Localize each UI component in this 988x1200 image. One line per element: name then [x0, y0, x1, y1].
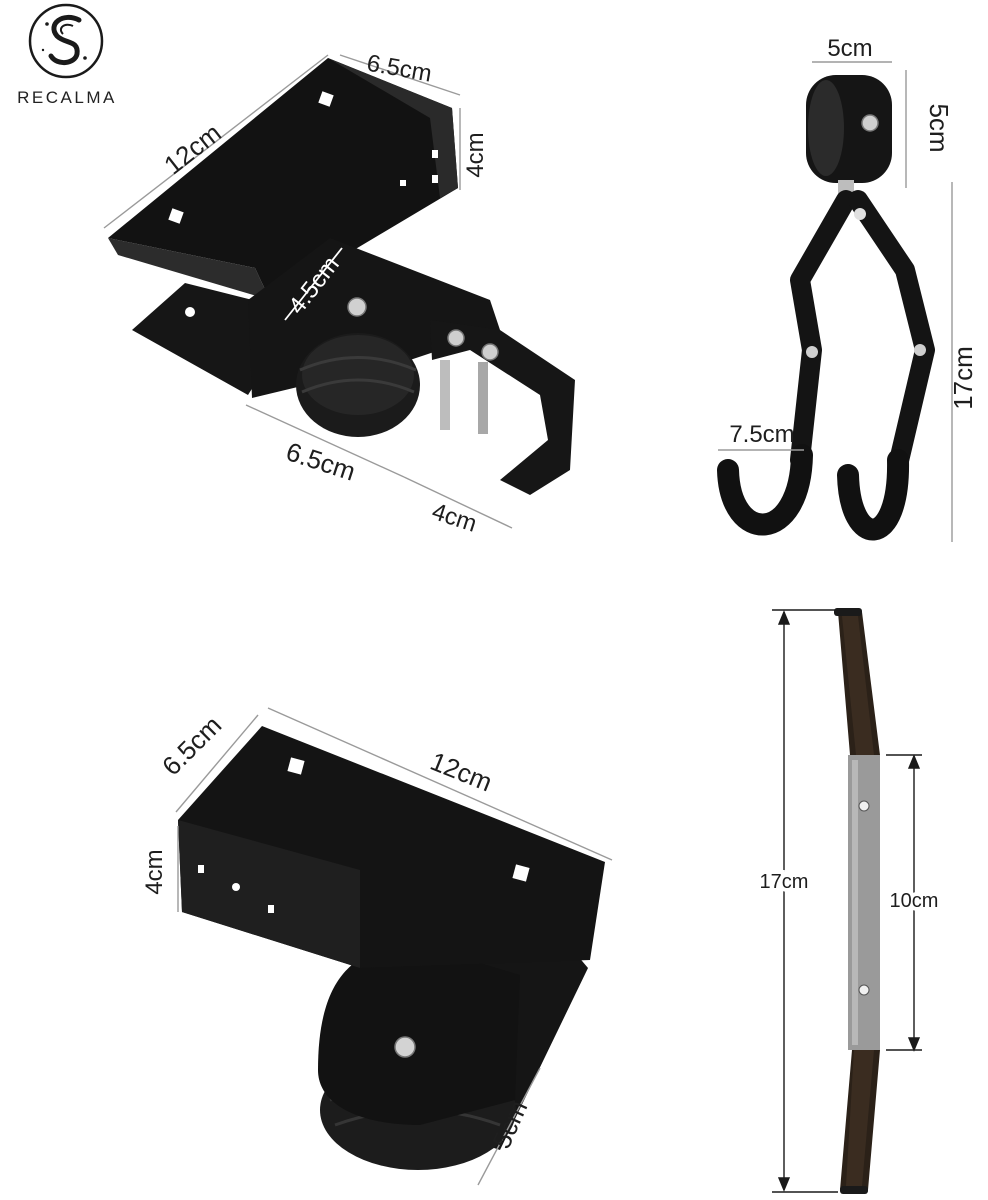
dimension-label-pulley-height: 5cm	[924, 103, 954, 152]
brand-name: RECALMA	[17, 88, 117, 107]
swirl-s-logo-icon	[28, 3, 104, 79]
pulley-hook	[717, 75, 935, 541]
dimension-lines-bottom	[175, 707, 613, 1186]
dimension-label-bar-length: 17cm	[760, 871, 809, 893]
dimension-label-length-bottom: 12cm	[426, 746, 496, 798]
dimension-label-height-bottom: 4cm	[141, 849, 168, 894]
dimension-lines-hook	[718, 61, 953, 542]
dimension-label-base-width: 6.5cm	[282, 436, 359, 486]
pulley-bracket-bottom	[178, 726, 605, 1170]
dimension-label-hook-length: 17cm	[948, 346, 978, 410]
dimension-label-hook-span: 7.5cm	[729, 421, 794, 448]
dimension-lines-bar	[772, 609, 922, 1193]
dimension-label-width-bottom: 6.5cm	[156, 710, 227, 781]
dimension-label-height: 4cm	[462, 132, 489, 177]
pulley-bracket-top	[108, 58, 575, 495]
dimension-label-pad-length: 10cm	[890, 890, 939, 912]
rest-bar	[834, 608, 880, 1194]
dimension-lines-top	[103, 54, 513, 529]
dimension-label-pulley-width: 5cm	[827, 35, 872, 62]
dimension-label-base-extra: 4cm	[429, 498, 480, 538]
